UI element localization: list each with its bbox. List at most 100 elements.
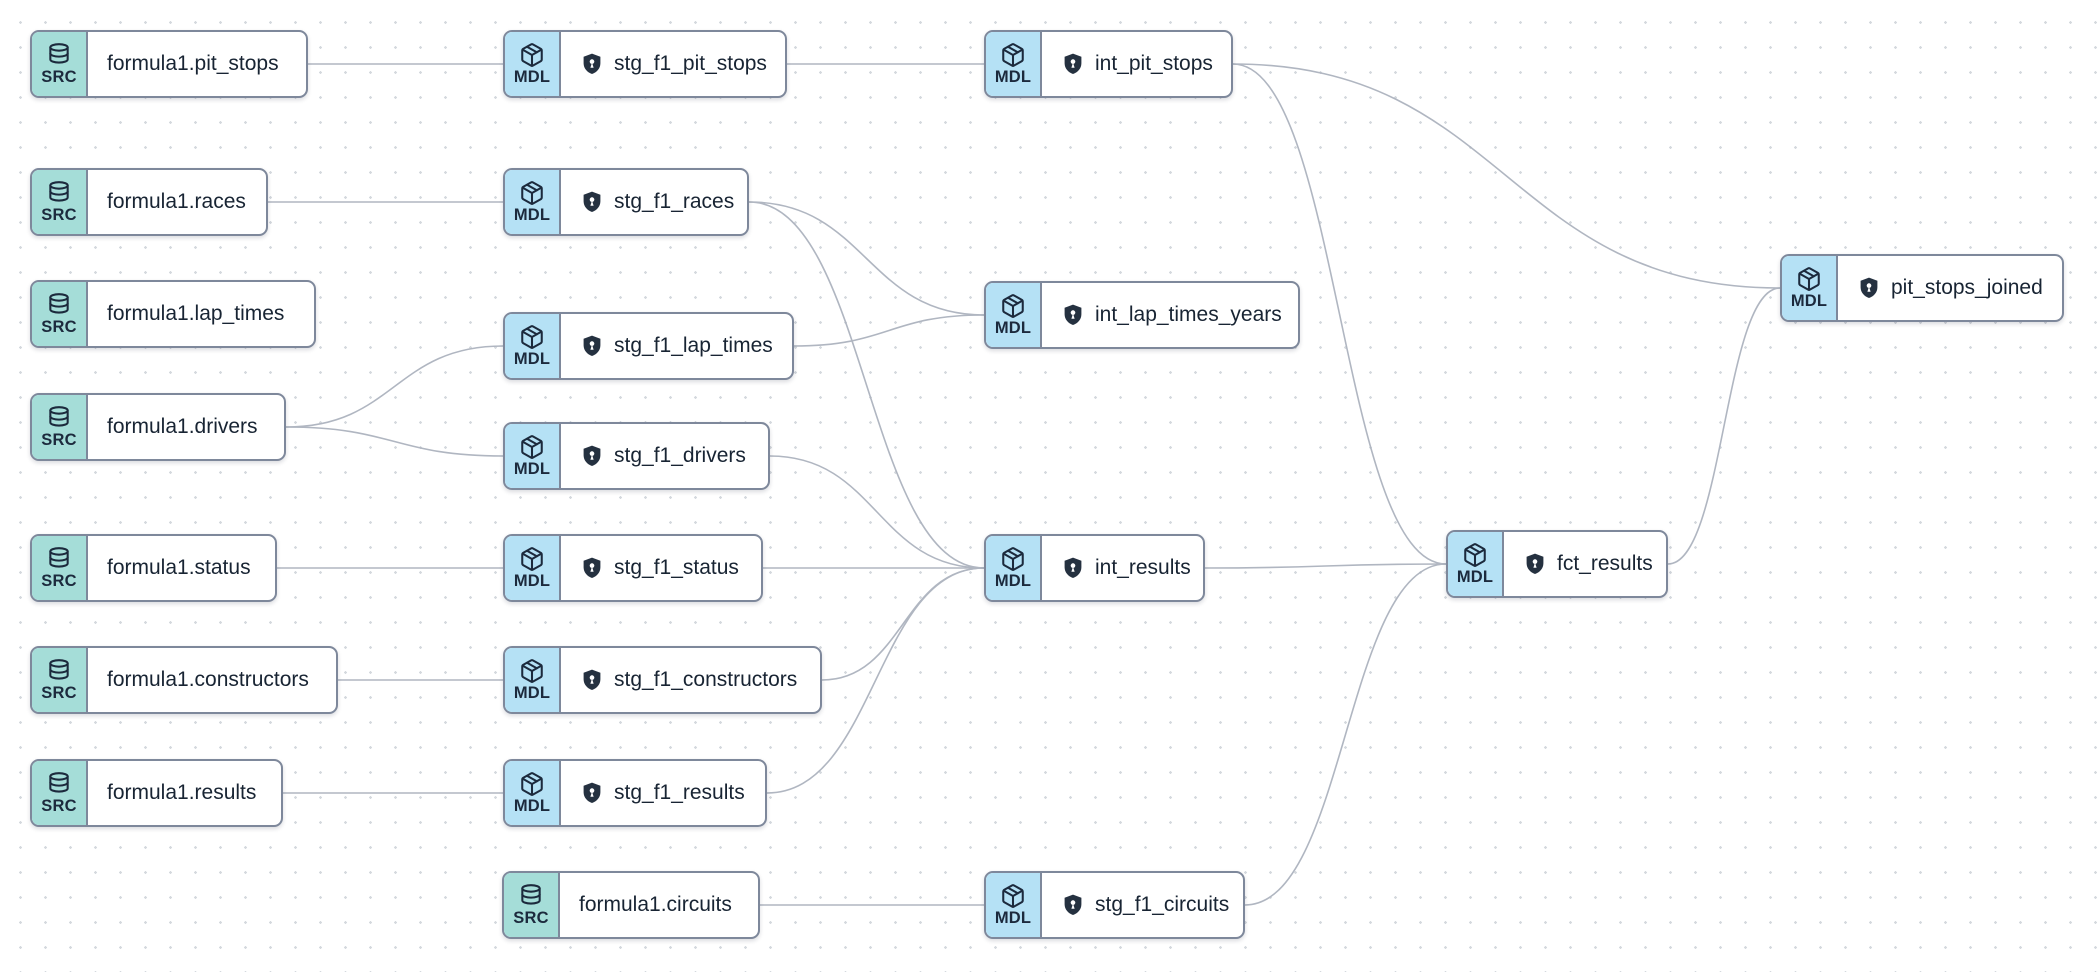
badge-label: SRC — [41, 205, 77, 224]
node-label: stg_f1_status — [614, 556, 739, 579]
badge-label: MDL — [513, 571, 551, 590]
node-label-area: formula1.races — [88, 170, 266, 234]
database-icon — [49, 292, 69, 314]
node-label: stg_f1_drivers — [614, 444, 746, 467]
node-label: stg_f1_circuits — [1095, 893, 1230, 916]
edge-int_results-to-fct_results — [1204, 563, 1447, 569]
node-label: int_results — [1095, 556, 1191, 579]
badge-label: MDL — [513, 683, 551, 702]
node-label: stg_f1_results — [614, 781, 745, 804]
shield-icon — [583, 669, 601, 690]
shield-icon — [1064, 557, 1082, 578]
node-stg_f1_circuits[interactable]: MDL stg_f1_circuits — [984, 871, 1245, 939]
node-label-area: fct_results — [1504, 532, 1666, 596]
source-badge: SRC — [32, 32, 88, 96]
source-badge: SRC — [32, 282, 88, 346]
badge-label: MDL — [994, 908, 1032, 927]
node-label-area: formula1.drivers — [88, 395, 284, 459]
badge-label: MDL — [994, 67, 1032, 86]
node-label-area: stg_f1_status — [561, 536, 761, 600]
source-badge: SRC — [32, 761, 88, 825]
cube-icon — [1798, 266, 1820, 291]
node-label: stg_f1_races — [614, 190, 735, 213]
database-icon — [49, 546, 69, 568]
shield-icon — [583, 445, 601, 466]
badge-label: MDL — [513, 205, 551, 224]
badge-label: SRC — [41, 796, 77, 815]
node-fct_results[interactable]: MDL fct_results — [1446, 530, 1668, 598]
node-formula1.races[interactable]: SRC formula1.races — [30, 168, 268, 236]
database-icon — [49, 405, 69, 427]
badge-label: MDL — [513, 796, 551, 815]
node-label-area: formula1.results — [88, 761, 281, 825]
node-label-area: stg_f1_pit_stops — [561, 32, 785, 96]
node-label-area: int_lap_times_years — [1042, 283, 1298, 347]
shield-icon — [583, 53, 601, 74]
edge-formula1.drivers-to-stg_f1_drivers — [285, 426, 504, 457]
node-formula1.lap_times[interactable]: SRC formula1.lap_times — [30, 280, 316, 348]
cube-icon — [521, 658, 543, 683]
node-label-area: stg_f1_results — [561, 761, 765, 825]
badge-label: MDL — [513, 67, 551, 86]
badge-label: MDL — [1790, 291, 1828, 310]
node-label-area: stg_f1_circuits — [1042, 873, 1243, 937]
database-icon — [49, 658, 69, 680]
edge-stg_f1_lap_times-to-int_lap_times_years — [793, 314, 985, 347]
badge-label: SRC — [41, 571, 77, 590]
database-icon — [49, 42, 69, 64]
badge-label: MDL — [1456, 567, 1494, 586]
node-label-area: formula1.lap_times — [88, 282, 314, 346]
node-label: stg_f1_pit_stops — [614, 52, 767, 75]
badge-label: MDL — [513, 349, 551, 368]
node-stg_f1_pit_stops[interactable]: MDL stg_f1_pit_stops — [503, 30, 787, 98]
node-label: formula1.status — [107, 556, 251, 579]
cube-icon — [1002, 42, 1024, 67]
node-label-area: stg_f1_lap_times — [561, 314, 792, 378]
model-badge: MDL — [505, 32, 561, 96]
cube-icon — [521, 42, 543, 67]
model-badge: MDL — [986, 873, 1042, 937]
node-int_results[interactable]: MDL int_results — [984, 534, 1205, 602]
node-formula1.status[interactable]: SRC formula1.status — [30, 534, 277, 602]
node-int_pit_stops[interactable]: MDL int_pit_stops — [984, 30, 1233, 98]
node-label: int_pit_stops — [1095, 52, 1213, 75]
edge-stg_f1_results-to-int_results — [766, 567, 985, 794]
source-badge: SRC — [32, 536, 88, 600]
edge-stg_f1_drivers-to-int_results — [769, 455, 985, 569]
cube-icon — [521, 324, 543, 349]
model-badge: MDL — [505, 536, 561, 600]
shield-icon — [583, 335, 601, 356]
node-label-area: formula1.constructors — [88, 648, 336, 712]
node-stg_f1_races[interactable]: MDL stg_f1_races — [503, 168, 749, 236]
model-badge: MDL — [505, 170, 561, 234]
source-badge: SRC — [32, 170, 88, 234]
cube-icon — [1002, 883, 1024, 908]
model-badge: MDL — [1448, 532, 1504, 596]
node-label-area: formula1.circuits — [560, 873, 758, 937]
node-stg_f1_results[interactable]: MDL stg_f1_results — [503, 759, 767, 827]
node-stg_f1_status[interactable]: MDL stg_f1_status — [503, 534, 763, 602]
node-label-area: stg_f1_races — [561, 170, 747, 234]
node-label: formula1.constructors — [107, 668, 309, 691]
edge-int_pit_stops-to-pit_stops_joined — [1232, 63, 1781, 289]
node-label-area: int_pit_stops — [1042, 32, 1231, 96]
database-icon — [49, 771, 69, 793]
shield-icon — [1064, 304, 1082, 325]
node-label: formula1.lap_times — [107, 302, 285, 325]
badge-label: SRC — [41, 67, 77, 86]
node-stg_f1_lap_times[interactable]: MDL stg_f1_lap_times — [503, 312, 794, 380]
model-badge: MDL — [986, 536, 1042, 600]
badge-label: MDL — [994, 571, 1032, 590]
node-formula1.results[interactable]: SRC formula1.results — [30, 759, 283, 827]
badge-label: SRC — [41, 317, 77, 336]
